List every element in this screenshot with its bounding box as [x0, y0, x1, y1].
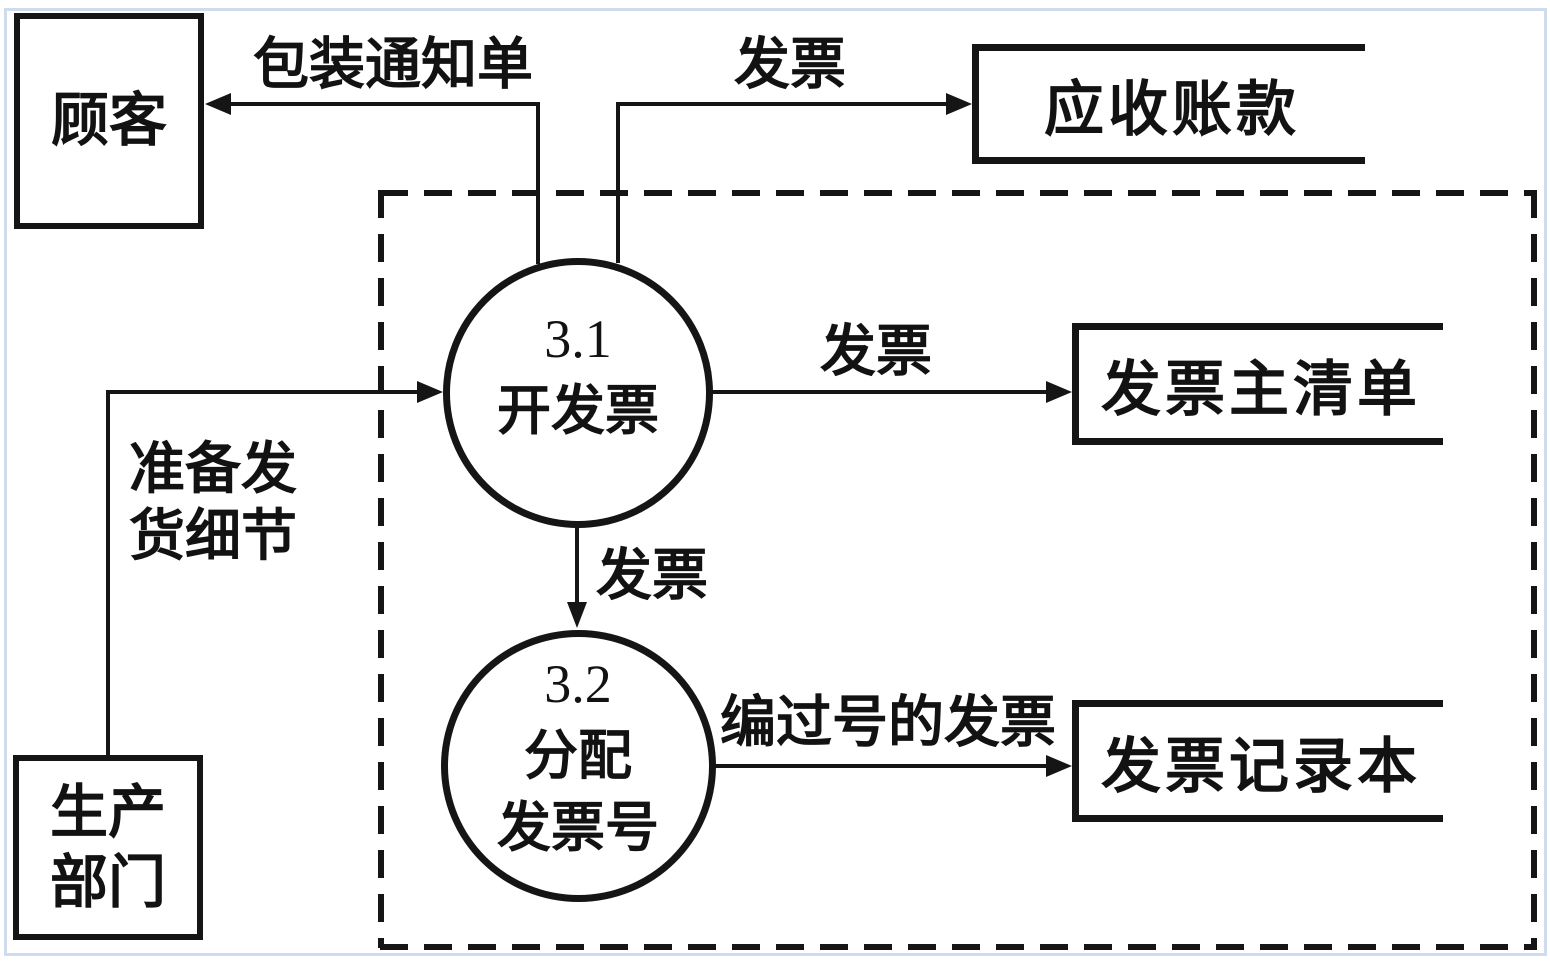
flow-numbered-invoice-hline: [712, 764, 1048, 768]
store-accounts-receivable-label: 应收账款: [1044, 76, 1300, 143]
process-3-2-name-line1: 分配: [524, 726, 632, 786]
process-3-2-label: 3.2 分配 发票号: [497, 648, 659, 864]
flow-invoice-master-label: 发票: [820, 321, 932, 384]
boundary-bottom: [380, 944, 1537, 950]
store-accounts-receivable: 应收账款: [972, 44, 1365, 164]
flow-invoice-ar-vline: [616, 102, 620, 263]
entity-production-department-label: 生产 部门: [50, 778, 166, 918]
process-3-2-number: 3.2: [544, 654, 612, 714]
boundary-top: [380, 190, 1537, 196]
flow-prepare-shipping-label: 准备发 货细节: [129, 437, 297, 571]
flow-invoice-ar-label: 发票: [734, 34, 846, 97]
process-3-1-circle: [443, 258, 713, 528]
flow-numbered-invoice-arrowhead: [1046, 755, 1072, 777]
flow-invoice-ar-hline: [616, 102, 948, 106]
flow-invoice-ar-arrowhead: [946, 93, 972, 115]
store-invoice-master-list-label: 发票主清单: [1101, 356, 1421, 423]
flow-prepare-shipping-vline: [106, 390, 110, 755]
boundary-right: [1531, 190, 1537, 948]
entity-production-department: 生产 部门: [13, 755, 203, 940]
flow-packing-notice-arrowhead: [205, 93, 231, 115]
flow-packing-notice-label: 包装通知单: [253, 34, 533, 97]
process-3-1-name: 开发票: [497, 381, 659, 441]
flow-prepare-shipping-label-line2: 货细节: [129, 506, 297, 568]
flow-prepare-shipping-arrowhead: [417, 381, 443, 403]
flow-packing-notice-vline: [536, 102, 540, 264]
flow-invoice-3132-label: 发票: [596, 545, 708, 608]
flow-invoice-master-arrowhead: [1046, 381, 1072, 403]
store-invoice-master-list: 发票主清单: [1072, 323, 1443, 445]
flow-prepare-shipping-hline: [106, 390, 419, 394]
flow-packing-notice-hline: [228, 102, 540, 106]
entity-customer-label: 顾客: [50, 88, 167, 153]
flow-prepare-shipping-label-line1: 准备发: [129, 439, 297, 501]
flow-invoice-3132-arrowhead: [567, 602, 587, 628]
store-invoice-record-book: 发票记录本: [1072, 700, 1443, 822]
process-3-1-label: 3.1 开发票: [497, 303, 659, 447]
boundary-left: [378, 190, 384, 948]
store-invoice-record-book-label: 发票记录本: [1101, 733, 1421, 800]
flow-numbered-invoice-label: 编过号的发票: [720, 692, 1056, 755]
process-3-2-name-line2: 发票号: [497, 798, 659, 858]
entity-customer: 顾客: [14, 13, 204, 229]
flow-invoice-3132-vline: [575, 525, 579, 605]
entity-production-line1: 生产: [49, 779, 166, 845]
process-3-2-circle: [441, 630, 716, 902]
process-3-1-number: 3.1: [544, 309, 612, 369]
flow-invoice-master-hline: [710, 390, 1048, 394]
entity-production-line2: 部门: [49, 849, 166, 915]
